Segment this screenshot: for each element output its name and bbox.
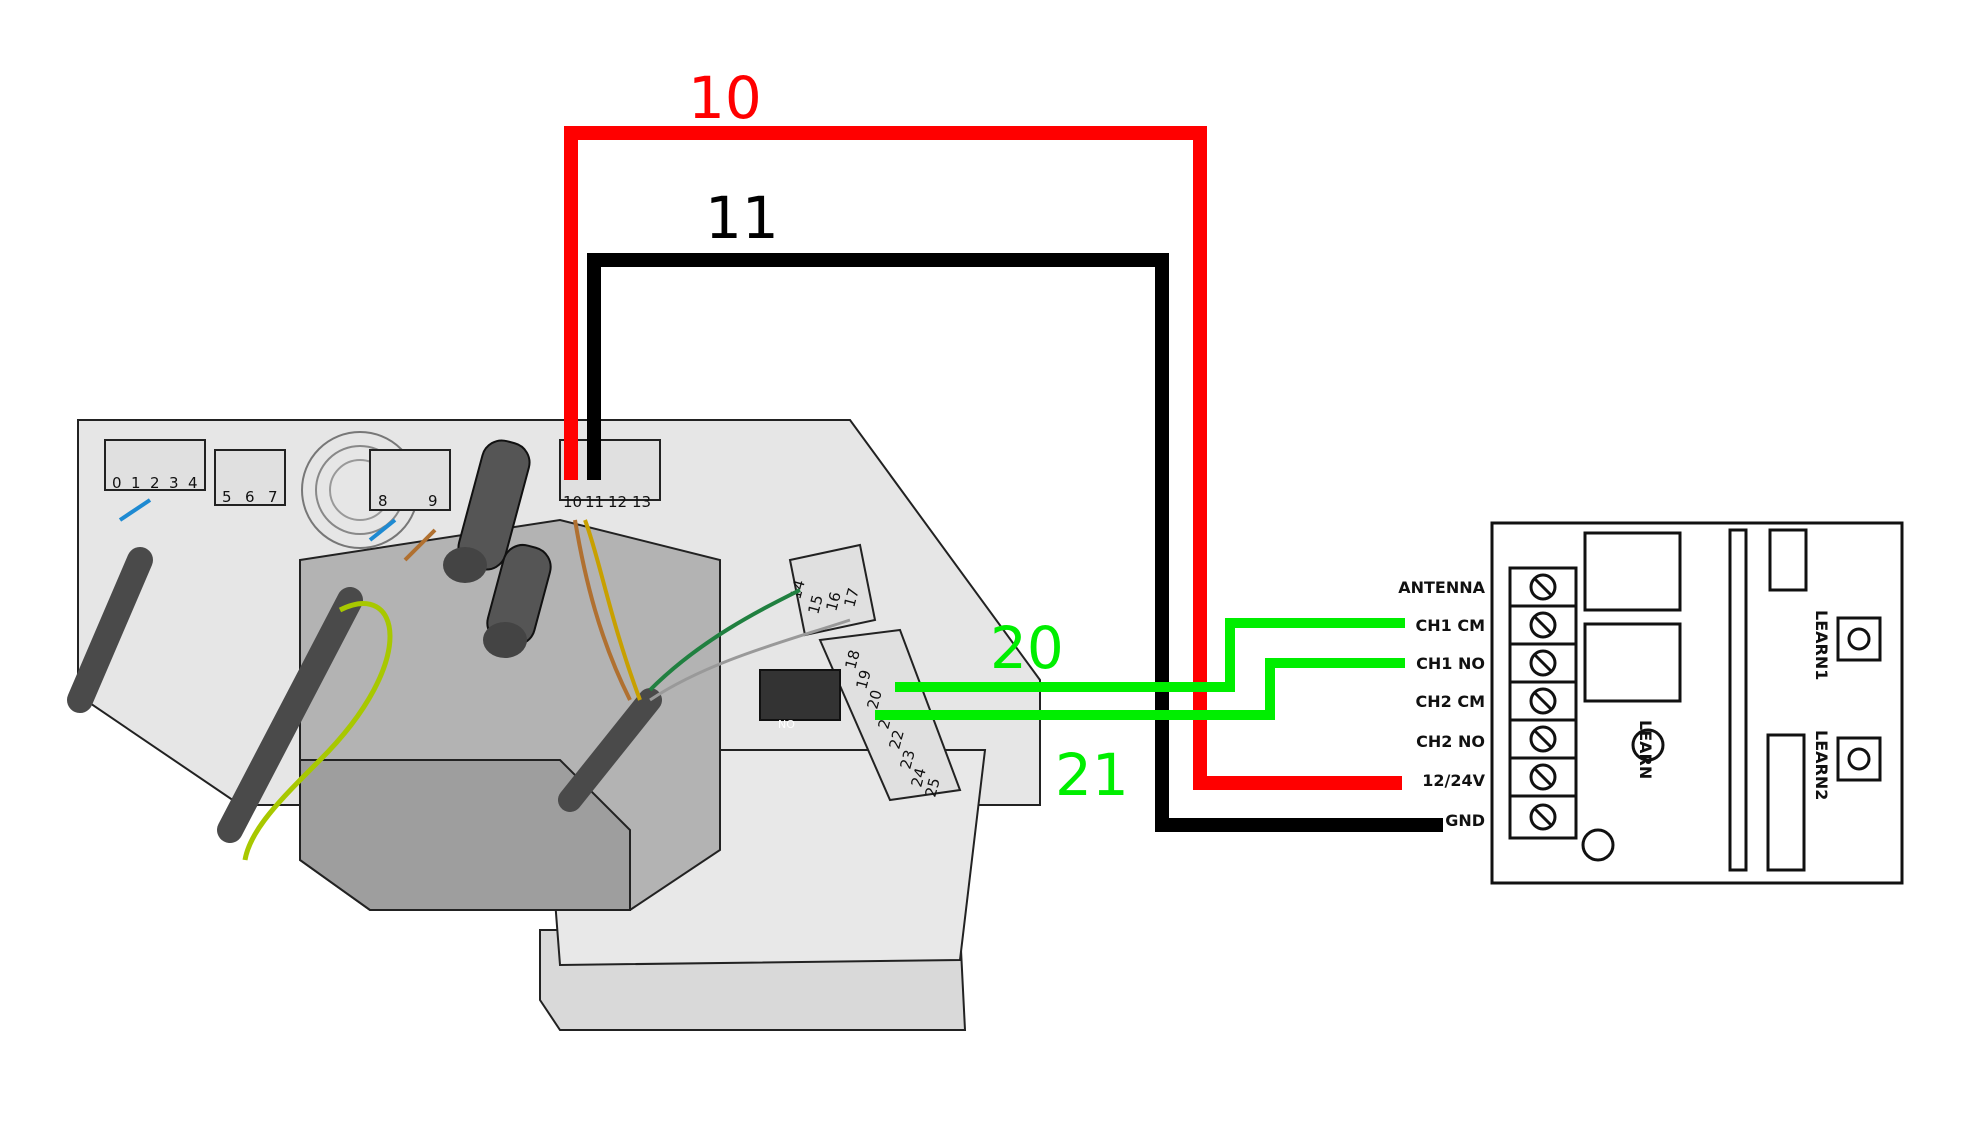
terminal-number-17: 17 bbox=[840, 586, 862, 609]
terminal-label-ch1-cm: CH1 CM bbox=[1416, 616, 1486, 635]
relay-1 bbox=[1583, 531, 1682, 612]
terminal-number-8: 8 bbox=[378, 492, 388, 510]
capacitors bbox=[443, 439, 552, 658]
connection-wires bbox=[564, 126, 1443, 832]
terminal-number-19: 19 bbox=[852, 668, 874, 691]
wire-red-10 bbox=[564, 126, 1402, 790]
terminal-label-ch1-no: CH1 NO bbox=[1416, 654, 1485, 673]
terminal-number-22: 22 bbox=[885, 728, 907, 751]
terminal-block-5-7: 5 6 7 bbox=[214, 449, 286, 506]
terminal-number-15: 15 bbox=[804, 593, 826, 616]
dip-switch: NO bbox=[759, 669, 841, 731]
terminal-number-6: 6 bbox=[245, 488, 255, 506]
terminal-block-8-9: 8 9 bbox=[369, 449, 451, 511]
screw-icon bbox=[1508, 794, 1578, 840]
learn2-label: LEARN2 bbox=[1812, 730, 1831, 800]
receiver-module: ANTENNA CH1 CM CH1 NO CH2 CM CH2 NO 12/2… bbox=[1398, 521, 1904, 885]
wire-black-11 bbox=[587, 253, 1443, 832]
receiver-chip bbox=[1768, 528, 1808, 592]
wire-label-11: 11 bbox=[705, 184, 779, 252]
terminal-number-20: 20 bbox=[863, 688, 885, 711]
terminal-number-1: 1 bbox=[131, 474, 141, 492]
receiver-terminal-strip bbox=[1508, 566, 1578, 840]
terminal-number-9: 9 bbox=[428, 492, 438, 510]
terminal-number-2: 2 bbox=[150, 474, 160, 492]
wire-green-20 bbox=[895, 618, 1405, 692]
terminal-block-14-17: 14 15 16 17 bbox=[786, 543, 877, 637]
dip-switch-label: NO bbox=[778, 718, 795, 731]
wire-label-21: 21 bbox=[1055, 741, 1129, 809]
terminal-number-24: 24 bbox=[907, 766, 929, 789]
learn2-button[interactable] bbox=[1836, 736, 1882, 782]
terminal-number-16: 16 bbox=[822, 590, 844, 613]
wire-label-10: 10 bbox=[688, 64, 762, 132]
control-board: 0 1 2 3 4 5 6 7 8 9 10 11 12 13 bbox=[67, 419, 1041, 1031]
relay-2 bbox=[1583, 622, 1682, 703]
terminal-number-25: 25 bbox=[921, 776, 943, 799]
receiver-strip bbox=[1728, 528, 1748, 872]
terminal-number-0: 0 bbox=[112, 474, 122, 492]
learn-led-icon bbox=[1631, 728, 1665, 762]
terminal-number-4: 4 bbox=[188, 474, 198, 492]
terminal-block-0-4: 0 1 2 3 4 bbox=[104, 439, 206, 492]
learn1-button[interactable] bbox=[1836, 616, 1882, 662]
terminal-number-18: 18 bbox=[841, 648, 863, 671]
power-cables bbox=[67, 498, 851, 861]
terminal-number-12: 12 bbox=[608, 493, 627, 511]
terminal-number-23: 23 bbox=[896, 748, 918, 771]
terminal-label-12-24v: 12/24V bbox=[1422, 771, 1485, 790]
terminal-label-ch2-cm: CH2 CM bbox=[1416, 692, 1486, 711]
terminal-label-ch2-no: CH2 NO bbox=[1416, 732, 1485, 751]
wire-label-20: 20 bbox=[990, 614, 1064, 682]
terminal-number-13: 13 bbox=[632, 493, 651, 511]
status-led-icon bbox=[1581, 828, 1615, 862]
wire-green-21 bbox=[875, 658, 1405, 720]
terminal-number-10: 10 bbox=[563, 493, 582, 511]
learn-label: LEARN bbox=[1636, 720, 1655, 779]
terminal-number-11: 11 bbox=[585, 493, 604, 511]
terminal-label-antenna: ANTENNA bbox=[1398, 578, 1485, 597]
terminal-number-5: 5 bbox=[222, 488, 232, 506]
terminal-number-3: 3 bbox=[169, 474, 179, 492]
receiver-module-block bbox=[1766, 733, 1806, 872]
terminal-label-gnd: GND bbox=[1445, 811, 1485, 830]
terminal-number-7: 7 bbox=[268, 488, 278, 506]
learn1-label: LEARN1 bbox=[1812, 610, 1831, 680]
